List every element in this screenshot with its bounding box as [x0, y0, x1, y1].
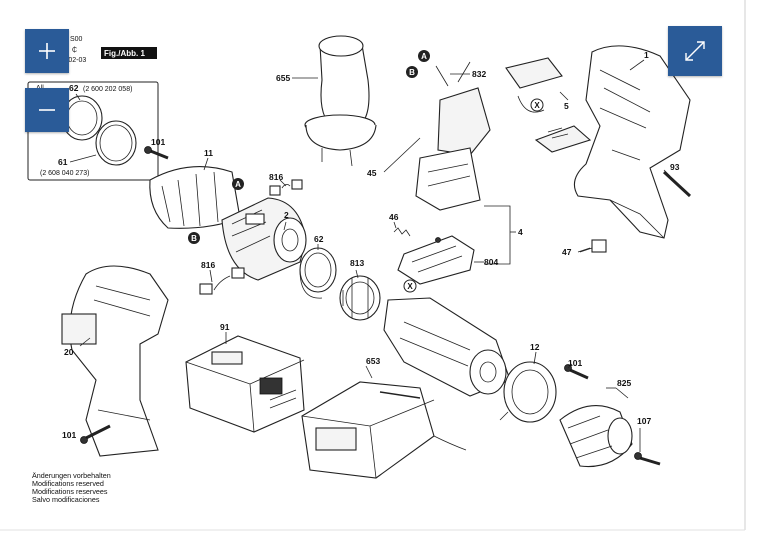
- part-62-ring: [299, 247, 337, 299]
- part-816-brushes-top: [269, 179, 303, 196]
- svg-text:X: X: [534, 101, 540, 110]
- svg-text:X: X: [407, 282, 413, 291]
- part-47-clip: [579, 239, 607, 253]
- callout-1: 1: [644, 50, 649, 60]
- leader-lines: [209, 59, 671, 452]
- header-mark: ₵: [72, 46, 77, 54]
- zoom-in-button[interactable]: [25, 29, 69, 73]
- callout-107: 107: [637, 416, 651, 426]
- part-107-screw: [634, 452, 661, 466]
- zoom-out-button[interactable]: [25, 88, 69, 132]
- part-11-cover: [149, 157, 241, 229]
- part-653-charger: [301, 381, 467, 479]
- part-816-brushes-bottom: [199, 267, 245, 295]
- callout-816-bottom: 816: [201, 260, 215, 270]
- part-gearbox: [383, 297, 511, 397]
- marker-x-gearbox: X: [403, 279, 417, 293]
- part-4-board: [397, 235, 475, 285]
- callout-804: 804: [484, 257, 498, 267]
- part-12-ring: [499, 361, 557, 423]
- callout-655: 655: [276, 73, 290, 83]
- part-2-motor: [221, 197, 307, 281]
- callout-62-detail: 62: [69, 83, 79, 93]
- note-de: Änderungen vorbehalten: [32, 471, 111, 480]
- part-101-screw-left: [80, 424, 111, 444]
- callout-93: 93: [670, 162, 680, 172]
- callout-47: 47: [562, 247, 572, 257]
- part-1-housing: [573, 45, 691, 239]
- part-62-code: (2 600 202 058): [83, 86, 132, 93]
- callout-2: 2: [284, 210, 289, 220]
- marker-a-top: A: [418, 50, 430, 62]
- header-code-bottom: -02-03: [66, 57, 86, 64]
- note-en: Modifications reserved: [32, 479, 104, 488]
- note-fr: Modifications reservees: [32, 487, 108, 496]
- svg-text:A: A: [235, 180, 241, 189]
- part-61-code: (2 608 040 273): [40, 170, 89, 177]
- part-20-housing: [61, 265, 169, 457]
- part-655-boot: [292, 35, 377, 167]
- callout-813: 813: [350, 258, 364, 268]
- callout-46: 46: [389, 212, 399, 222]
- zoom-out-icon: [39, 109, 55, 111]
- part-825-chuck: [559, 387, 633, 468]
- callout-12: 12: [530, 342, 540, 352]
- svg-text:B: B: [191, 234, 197, 243]
- callout-4: 4: [518, 227, 523, 237]
- callout-62: 62: [314, 234, 324, 244]
- marker-x-top: X: [530, 98, 544, 112]
- fig-label-box: [101, 47, 157, 59]
- callouts: 655 832 1 5 101 11 816 2 62 813 45 46 4 …: [62, 50, 680, 440]
- fig-label: Fig./Abb. 1: [104, 49, 145, 58]
- marker-b-top: B: [406, 66, 418, 78]
- part-91-battery: [185, 335, 305, 433]
- callout-832: 832: [472, 69, 486, 79]
- modification-notes: Änderungen vorbehalten Modifications res…: [32, 471, 111, 504]
- callout-101-left: 101: [62, 430, 76, 440]
- note-es: Salvo modificaciones: [32, 495, 100, 504]
- callout-5: 5: [564, 101, 569, 111]
- callout-101-right: 101: [568, 358, 582, 368]
- callout-45: 45: [367, 168, 377, 178]
- marker-a-motor: A: [232, 178, 244, 190]
- callout-11: 11: [204, 148, 213, 158]
- expand-icon: [685, 41, 705, 61]
- part-46-spring: [393, 227, 411, 237]
- header-code-top: S00: [70, 36, 83, 43]
- part-5-plate: [505, 57, 592, 153]
- callout-825: 825: [617, 378, 631, 388]
- callout-91: 91: [220, 322, 230, 332]
- callout-101-top: 101: [151, 137, 165, 147]
- callout-20: 20: [64, 347, 74, 357]
- part-813-ring: [339, 275, 381, 321]
- bracket-4: [484, 205, 511, 265]
- svg-text:A: A: [421, 52, 427, 61]
- marker-b-motor: B: [188, 232, 200, 244]
- fullscreen-button[interactable]: [668, 26, 722, 76]
- part-101-screw-top: [144, 146, 169, 160]
- zoom-in-icon: [39, 43, 55, 59]
- part-93-bit: [662, 170, 692, 198]
- part-45-switch: [415, 61, 491, 211]
- callout-653: 653: [366, 356, 380, 366]
- callout-816-top: 816: [269, 172, 283, 182]
- callout-61-detail: 61: [58, 157, 68, 167]
- svg-text:B: B: [409, 68, 415, 77]
